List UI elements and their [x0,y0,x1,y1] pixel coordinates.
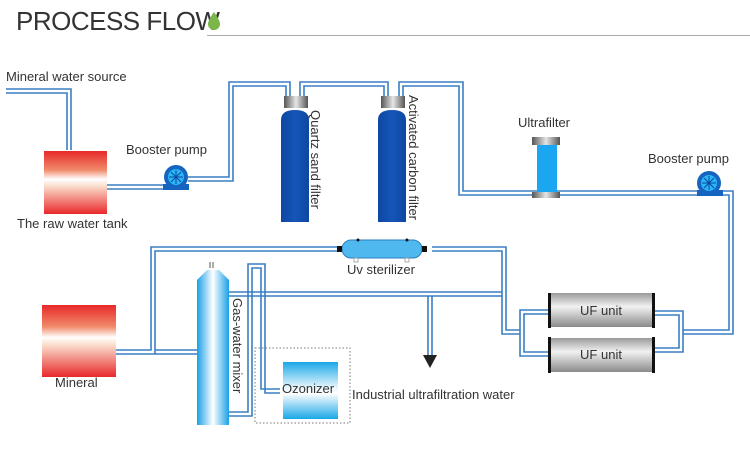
label-booster-pump-1: Booster pump [126,142,207,157]
uf-unit-1 [548,293,655,328]
gas-water-mixer [197,262,229,425]
pipe-pump-quartz [188,81,291,178]
uf-unit-2 [548,337,655,373]
ozonizer [283,362,338,419]
pipe-quartz-carbon [299,81,389,96]
title-divider [207,35,750,36]
output-arrow [423,355,437,368]
label-quartz-sand-filter: Quartz sand filter [308,110,323,209]
activated-carbon-filter [378,96,406,222]
water-drop-icon [208,12,220,30]
label-mineral: Mineral [55,375,98,390]
label-booster-pump-2: Booster pump [648,151,729,166]
pipe-uf-uv [432,246,520,331]
quartz-sand-filter [281,96,309,222]
pipe-pump-uf [683,190,734,335]
label-uf-unit-1: UF unit [580,303,622,318]
pipe-source [6,88,72,150]
label-ozonizer: Ozonizer [282,381,335,396]
label-raw-water-tank: The raw water tank [17,216,128,231]
mineral-tank [42,305,116,377]
pipe-uv-mineral [107,246,342,351]
label-activated-carbon-filter: Activated carbon filter [406,95,421,221]
label-industrial-water: Industrial ultrafiltration water [352,387,515,402]
booster-pump-1-icon [163,165,189,190]
label-uv-sterilizer: Uv sterilizer [347,262,415,277]
ultrafilter [532,137,560,198]
label-gas-water-mixer: Gas-water mixer [230,298,245,394]
uv-sterilizer [337,238,427,263]
label-mineral-water-source: Mineral water source [6,69,127,84]
label-uf-unit-2: UF unit [580,347,622,362]
page-title: PROCESS FLOW [16,6,220,36]
label-ultrafilter: Ultrafilter [518,115,571,130]
booster-pump-2-icon [697,171,723,196]
pipe-mixer-ozonizer [228,263,280,413]
ozonizer-enclosure [254,347,351,424]
raw-water-tank [44,151,107,214]
